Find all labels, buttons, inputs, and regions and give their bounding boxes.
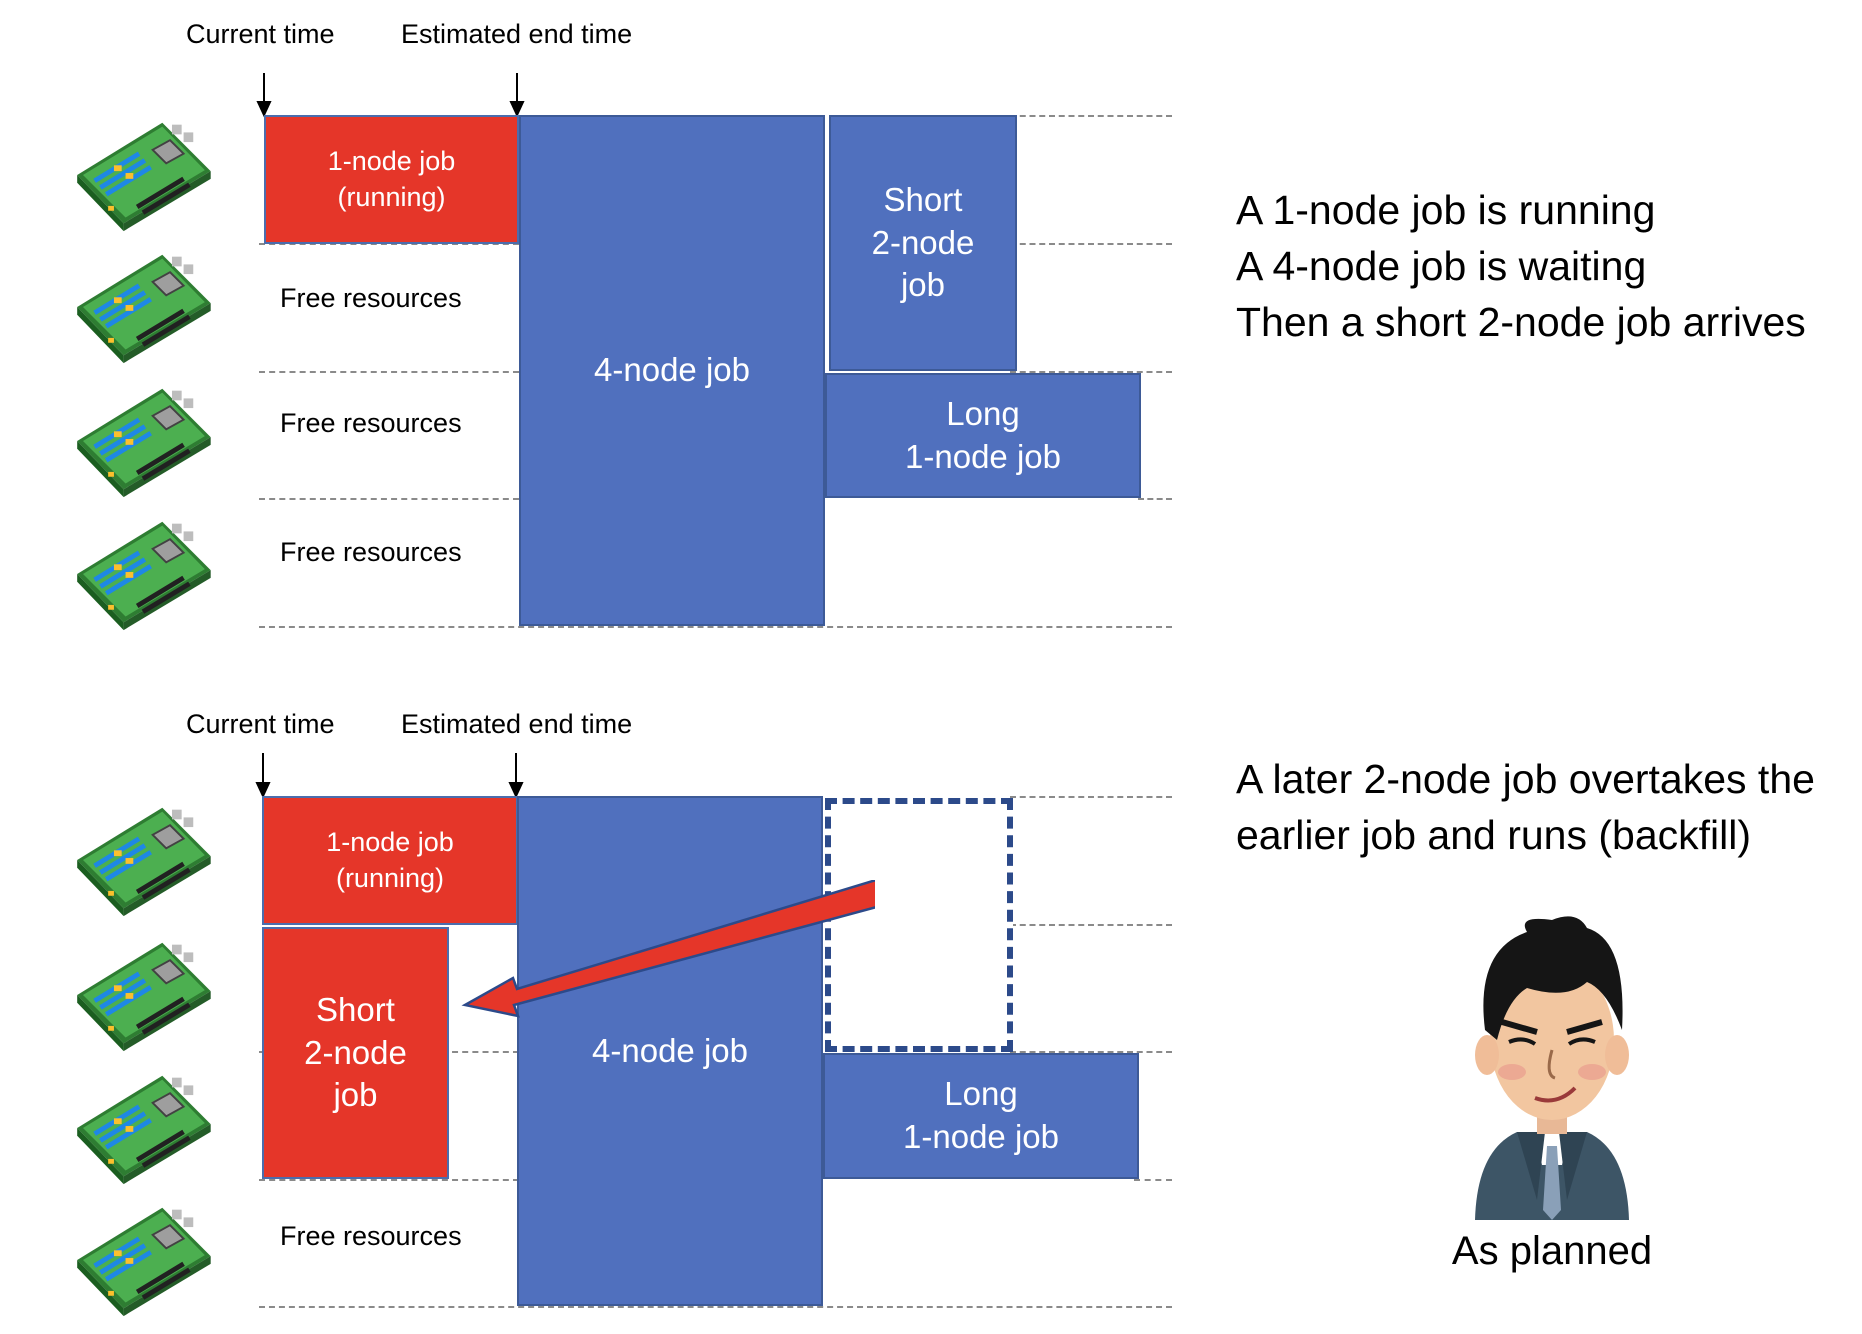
server-board-icon bbox=[67, 115, 217, 233]
lane-divider bbox=[259, 371, 519, 373]
lane-divider bbox=[1010, 1051, 1172, 1053]
short-2-node-job: Short 2-node job bbox=[829, 115, 1017, 371]
vacated-short-job-slot bbox=[825, 798, 1013, 1052]
server-board-icon bbox=[67, 381, 217, 499]
lane-divider bbox=[259, 1306, 1172, 1308]
caption-as-planned: As planned bbox=[1451, 1229, 1653, 1273]
free-resources-label: Free resources bbox=[280, 283, 462, 313]
waiting-4-node-job: 4-node job bbox=[519, 115, 825, 626]
current-time-arrow bbox=[255, 753, 271, 799]
lane-divider bbox=[259, 1179, 519, 1181]
current-time-label: Current time bbox=[186, 709, 335, 739]
lane-divider bbox=[1010, 243, 1172, 245]
backfill-arrow bbox=[461, 880, 875, 1018]
lane-divider bbox=[259, 626, 1172, 628]
current-time-arrow bbox=[256, 73, 272, 118]
lane-divider bbox=[259, 243, 519, 245]
backfill-description: A later 2-node job overtakes the earlier… bbox=[1236, 756, 1815, 858]
estimated-end-time-label: Estimated end time bbox=[401, 19, 633, 49]
backfilled-short-2-node-job: Short 2-node job bbox=[262, 927, 449, 1179]
server-board-icon bbox=[67, 1200, 217, 1318]
end-time-arrow bbox=[509, 73, 525, 118]
lane-divider bbox=[1134, 1179, 1172, 1181]
running-1-node-job: 1-node job (running) bbox=[264, 115, 519, 244]
long-1-node-job: Long 1-node job bbox=[825, 373, 1141, 498]
long-1-node-job: Long 1-node job bbox=[823, 1053, 1139, 1179]
lane-divider bbox=[1138, 498, 1172, 500]
server-board-icon bbox=[67, 935, 217, 1053]
current-time-label: Current time bbox=[186, 19, 335, 49]
waiting-4-node-job: 4-node job bbox=[517, 796, 823, 1306]
free-resources-label: Free resources bbox=[280, 408, 462, 438]
smirking-businessman-icon bbox=[1475, 916, 1629, 1220]
free-resources-label: Free resources bbox=[280, 537, 462, 567]
lane-divider bbox=[1010, 115, 1172, 117]
lane-divider bbox=[1010, 924, 1172, 926]
end-time-arrow bbox=[508, 753, 524, 799]
time-arrows bbox=[255, 753, 524, 799]
scenario-description: A 1-node job is running A 4-node job is … bbox=[1236, 187, 1806, 345]
server-board-icon bbox=[67, 247, 217, 365]
lane-divider bbox=[1010, 796, 1172, 798]
lane-divider bbox=[1010, 371, 1172, 373]
running-1-node-job: 1-node job (running) bbox=[262, 796, 518, 925]
free-resources-label: Free resources bbox=[280, 1221, 462, 1251]
time-arrows bbox=[256, 73, 525, 118]
lane-divider bbox=[259, 498, 519, 500]
server-board-icon bbox=[67, 800, 217, 918]
estimated-end-time-label: Estimated end time bbox=[401, 709, 633, 739]
server-board-icon bbox=[67, 1068, 217, 1186]
server-board-icon bbox=[67, 514, 217, 632]
